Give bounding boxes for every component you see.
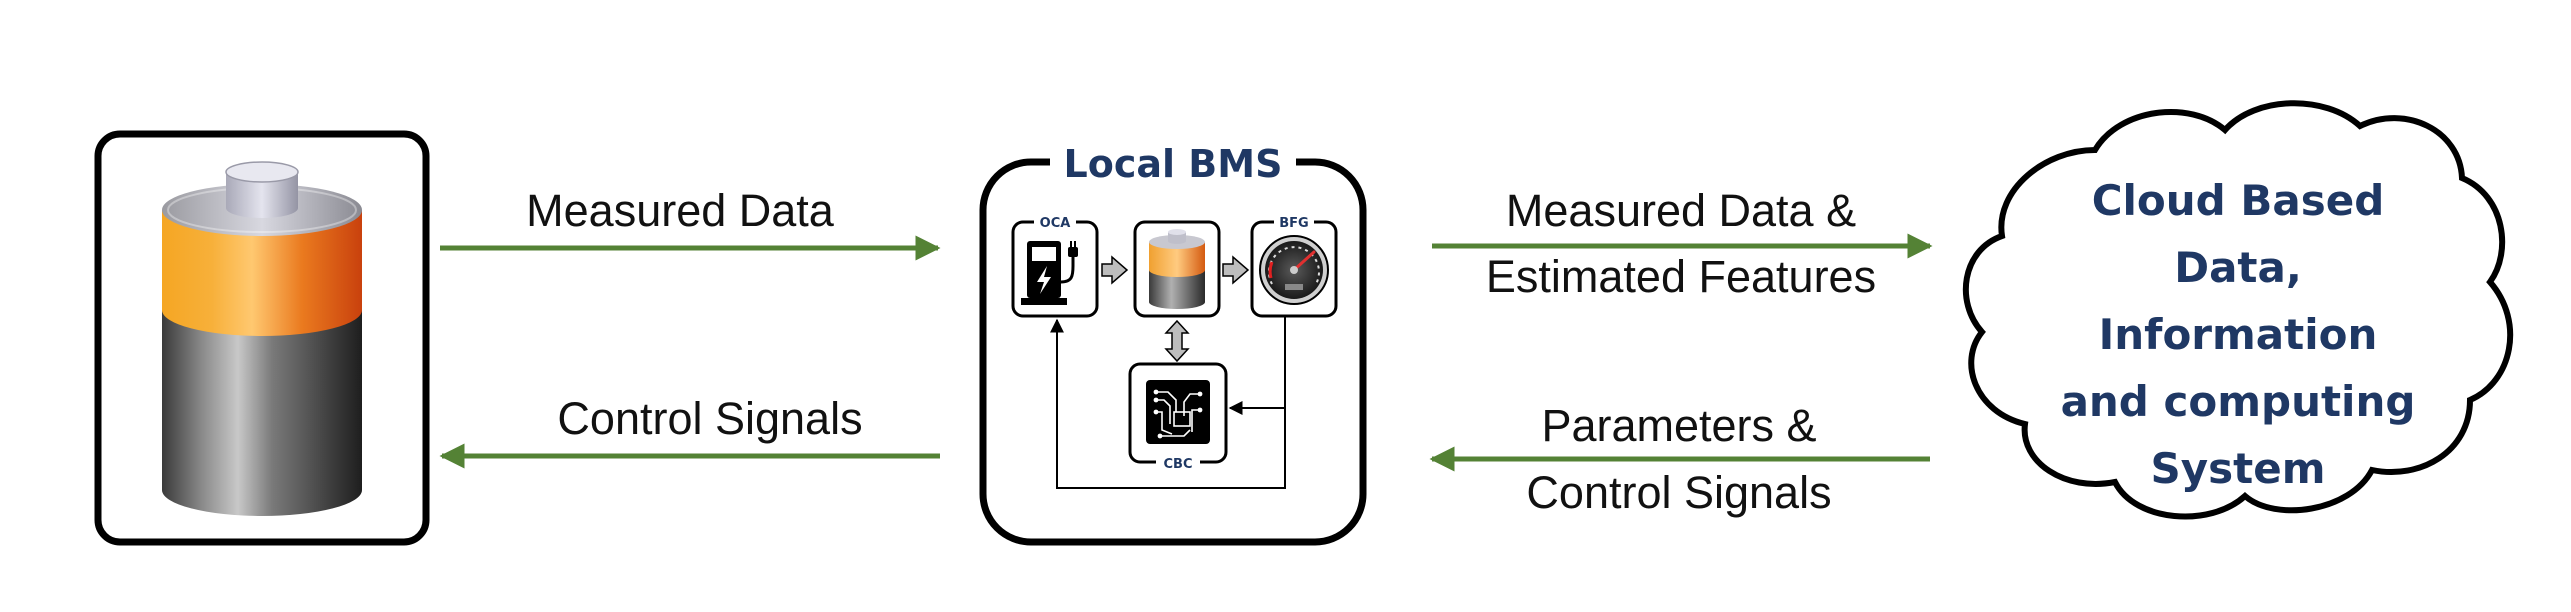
arrow-parameters-control-signals: Parameters & Control Signals [1429, 400, 1930, 518]
battery-block [94, 130, 430, 546]
oca-label: OCA [1040, 216, 1071, 231]
fuel-gauge-icon [1259, 235, 1329, 305]
gray-arrow-battery-bfg [1222, 255, 1250, 285]
battery-icon [162, 161, 362, 516]
cloud-text-line1: Cloud Based [2092, 176, 2385, 225]
oca-module: OCA [1011, 214, 1099, 318]
arrow-measured-data-estimated-features: Measured Data & Estimated Features [1432, 185, 1933, 302]
charging-station-icon [1021, 241, 1078, 305]
feedback-loop [1050, 316, 1286, 489]
arrow-label-control-signals: Control Signals [557, 393, 862, 444]
mini-battery-icon [1149, 229, 1205, 309]
cloud-text-line4: and computing [2061, 377, 2416, 426]
battery-module [1133, 220, 1221, 318]
arrow-label-control-signals-cloud: Control Signals [1526, 467, 1831, 518]
arrow-label-measured-data-and: Measured Data & [1506, 185, 1856, 236]
cloud-text-line3: Information [2099, 310, 2378, 359]
bfg-module: BFG [1250, 214, 1338, 318]
arrow-label-estimated-features: Estimated Features [1486, 251, 1876, 302]
cbc-module: CBC [1128, 362, 1228, 472]
bfg-label: BFG [1279, 216, 1308, 231]
gray-arrow-battery-cbc [1164, 319, 1190, 363]
bms-title: Local BMS [1064, 142, 1283, 186]
cloud-text-line5: System [2151, 444, 2326, 493]
cloud-block: Cloud Based Data, Information and comput… [1962, 100, 2514, 520]
local-bms-block: Local BMS OCA [979, 140, 1367, 546]
arrow-measured-data: Measured Data [440, 185, 941, 261]
cbc-label: CBC [1164, 457, 1193, 472]
arrow-control-signals: Control Signals [439, 393, 940, 469]
gray-arrow-oca-battery [1101, 255, 1129, 285]
cloud-text-line2: Data, [2174, 243, 2302, 292]
arrow-label-measured-data: Measured Data [526, 185, 835, 236]
arrow-label-parameters-and: Parameters & [1541, 400, 1816, 451]
circuit-chip-icon [1146, 380, 1210, 444]
cloud-shape [1962, 100, 2514, 520]
